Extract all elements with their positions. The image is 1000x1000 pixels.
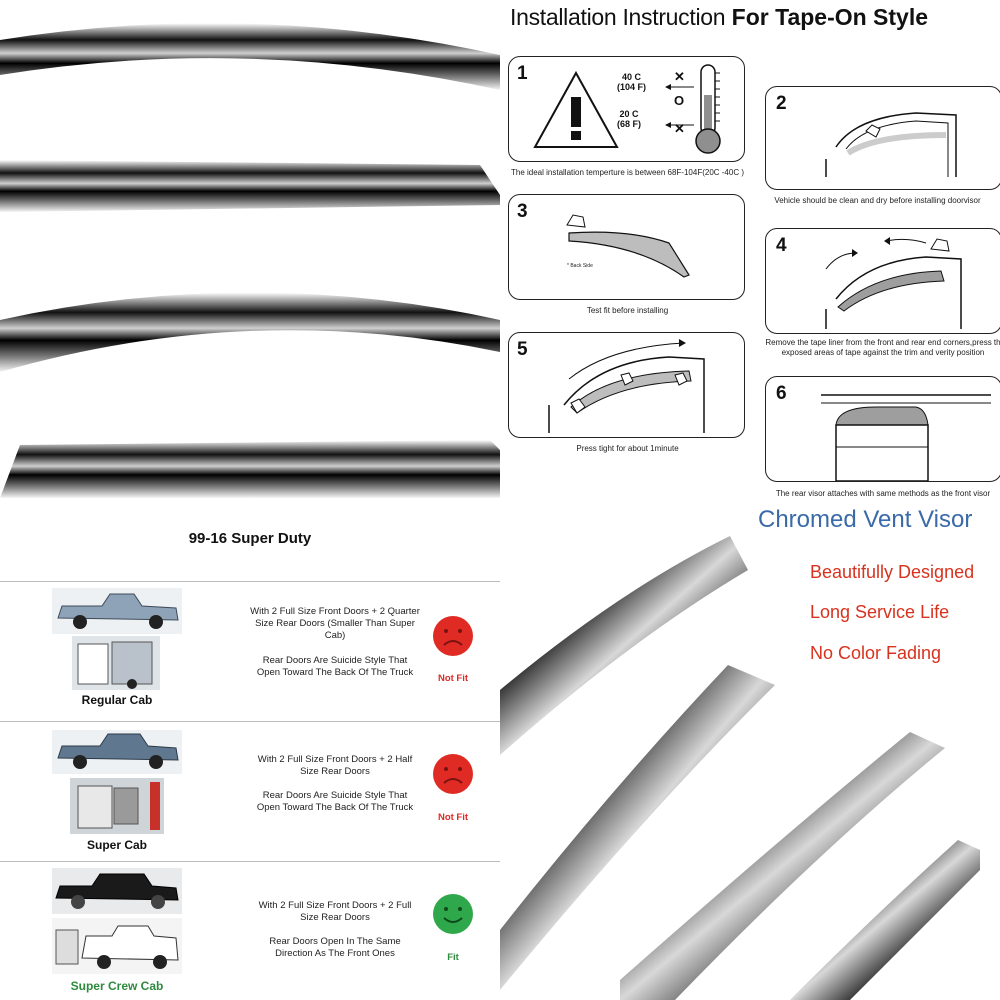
test-fit-illustration: [566, 214, 690, 278]
cab-door-note: Rear Doors Are Suicide Style That Open T…: [256, 655, 414, 678]
product-name: Chromed Vent Visor: [758, 506, 973, 533]
step-3-box: 3 * Back Side: [508, 194, 745, 300]
compatibility-chart: 99-16 Super Duty Regular Cab With 2 Full…: [0, 500, 500, 1000]
step-3-caption: Test fit before installing: [586, 306, 669, 315]
chrome-visor-illustration: [500, 536, 980, 1000]
step-number: 3: [517, 201, 528, 222]
fit-status: Fit: [447, 952, 459, 963]
installation-title-main: Installation Instruction: [510, 4, 726, 30]
cab-name: Super Crew Cab: [70, 979, 164, 993]
cab-description: With 2 Full Size Front Doors + 2 Half Si…: [257, 754, 413, 777]
visor-photos-top: [0, 0, 500, 500]
feature-color-fading: No Color Fading: [810, 643, 942, 663]
ok-mark: O: [674, 93, 685, 108]
installation-title-style: For Tape-On Style: [731, 4, 929, 30]
temp-high-label: 40 C (104 F): [617, 72, 647, 93]
step-number: 1: [517, 63, 528, 84]
step-6-caption: The rear visor attaches with same method…: [775, 489, 991, 498]
open-door-photo: [72, 636, 160, 690]
visor-front-left: [0, 23, 500, 90]
cab-door-note: Rear Doors Open In The Same Direction As…: [269, 936, 401, 959]
marketing-panel: Chromed Vent Visor Beautifully Designed …: [500, 500, 1000, 1000]
visor-rear-left: [500, 665, 775, 990]
open-door-photo: [70, 778, 164, 834]
cab-description: With 2 Full Size Front Doors + 2 Full Si…: [258, 900, 412, 923]
visor-rear-right: [790, 840, 980, 1000]
compatibility-title: 99-16 Super Duty: [188, 530, 312, 547]
step-number: 5: [517, 339, 528, 360]
visor-front-right: [0, 292, 500, 372]
cab-name: Regular Cab: [81, 693, 153, 707]
feature-service-life: Long Service Life: [810, 602, 950, 622]
visor-rear-right: [0, 440, 500, 498]
too-cold-mark: ✕: [674, 121, 685, 136]
divider: [0, 721, 500, 722]
visor-rear-left: [0, 160, 500, 212]
smiley-face-icon: [433, 894, 473, 934]
visor-front-left: [500, 536, 748, 755]
cab-name: Super Cab: [86, 838, 147, 852]
step-number: 6: [776, 383, 787, 404]
truck-side-photo: [52, 868, 182, 914]
thermometer-icon: [665, 64, 721, 154]
fit-status: Not Fit: [437, 673, 469, 684]
installation-title: Installation Instruction For Tape-On Sty…: [510, 4, 928, 31]
step-5-caption: Press tight for about 1minute: [576, 444, 679, 453]
installation-instructions: Installation Instruction For Tape-On Sty…: [500, 0, 1000, 500]
step-2-box: 2: [765, 86, 1000, 190]
too-hot-mark: ✕: [674, 69, 685, 84]
clean-door-illustration: [825, 112, 957, 177]
step-4-caption: Remove the tape liner from the front and…: [765, 338, 1000, 357]
feature-design: Beautifully Designed: [810, 562, 975, 582]
visor-set-illustration: [0, 23, 500, 498]
sad-face-icon: [433, 616, 473, 656]
fit-status: Not Fit: [437, 812, 469, 823]
step-1-caption: The ideal installation temperture is bet…: [510, 168, 744, 177]
back-side-note: * Back Side: [567, 263, 593, 269]
remove-tape-illustration: [825, 237, 962, 329]
step-6-box: 6: [765, 376, 1000, 482]
sad-face-icon: [433, 754, 473, 794]
open-door-photo: [52, 918, 182, 974]
warning-icon: [533, 70, 619, 148]
step-1-box: 1 40 C (104 F) 20 C (68 F) ✕ O ✕: [508, 56, 745, 162]
press-tight-illustration: [548, 339, 705, 433]
step-number: 4: [776, 235, 787, 256]
divider: [0, 861, 500, 862]
rear-visor-illustration: [821, 394, 991, 481]
step-4-box: 4: [765, 228, 1000, 334]
cab-door-note: Rear Doors Are Suicide Style That Open T…: [256, 790, 414, 813]
step-5-box: 5: [508, 332, 745, 438]
cab-description: With 2 Full Size Front Doors + 2 Quarter…: [250, 606, 420, 641]
temp-low-label: 20 C (68 F): [617, 109, 642, 130]
visor-front-right: [620, 732, 945, 1000]
truck-side-photo: [52, 730, 182, 774]
truck-side-photo: [52, 588, 182, 634]
step-number: 2: [776, 93, 787, 114]
step-2-caption: Vehicle should be clean and dry before i…: [774, 196, 981, 205]
divider: [0, 581, 500, 582]
